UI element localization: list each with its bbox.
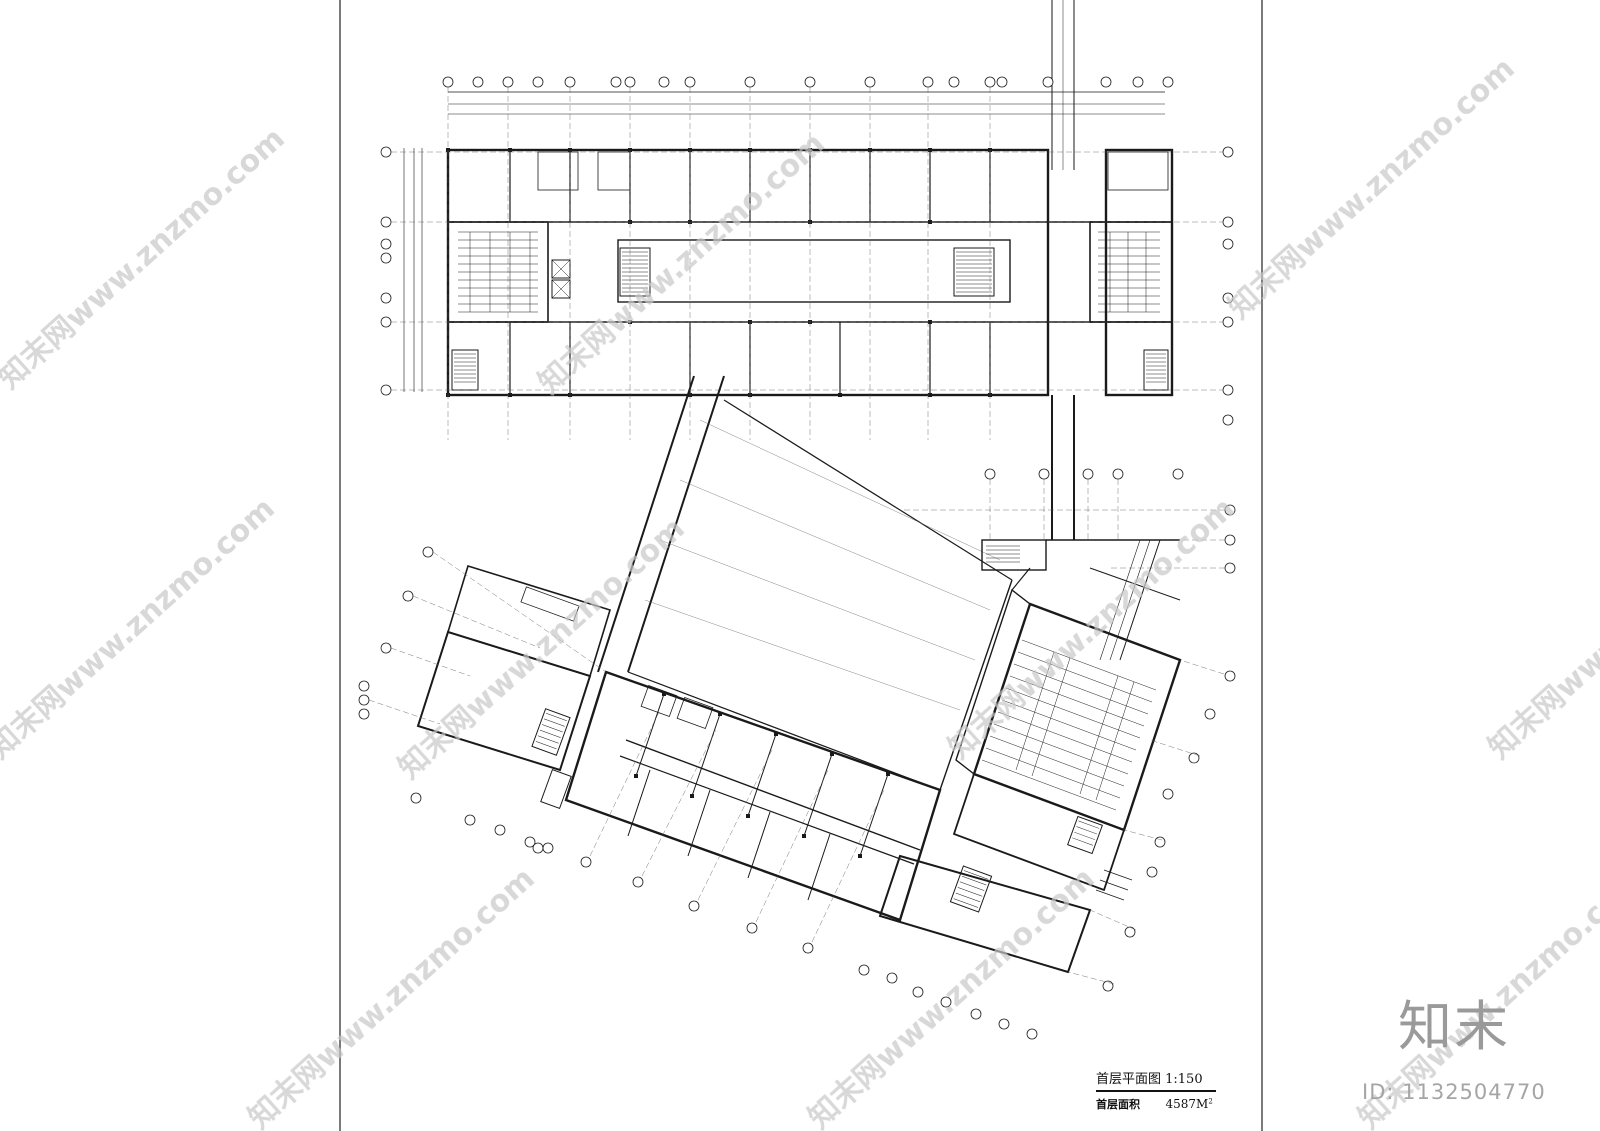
watermark-text: 知末网www.znzmo.com — [942, 491, 1242, 766]
watermark-text: 知末网www.znzmo.com — [1222, 51, 1522, 326]
sheet-frame — [339, 0, 1263, 1131]
watermarks: 知末网www.znzmo.com 知末网www.znzmo.com 知末网www… — [0, 51, 1600, 1131]
watermark-text: 知末网www.znzmo.com — [242, 861, 542, 1131]
drawing-title: 首层平面图 1:150 — [1096, 1072, 1203, 1087]
south-grid-lines — [368, 479, 1225, 985]
brand-logo: 知末 — [1398, 995, 1510, 1058]
title-underline — [1096, 1090, 1216, 1092]
south-grid-bubbles — [358, 468, 1236, 1040]
north-grid-lines — [391, 87, 1223, 440]
south-wing — [416, 564, 1092, 974]
floor-area-unit: 2 — [1208, 1097, 1213, 1106]
north-grid-bubbles — [380, 76, 1234, 426]
north-wing — [403, 0, 1174, 397]
north-lecture-seating — [458, 231, 1160, 313]
watermark-text: 知末网www.znzmo.com — [1482, 491, 1600, 766]
floor-area-row: 首层面积 4587M2 — [1096, 1096, 1236, 1112]
watermark-text: 知末网www.znzmo.com — [0, 491, 282, 766]
watermark-text: 知末网www.znzmo.com — [532, 126, 832, 401]
image-id-stamp: ID: 1132504770 — [1362, 1080, 1546, 1104]
floor-area-label: 首层面积 — [1096, 1098, 1140, 1111]
courtyard-connector — [597, 375, 1180, 791]
watermark-text: 知末网www.znzmo.com — [0, 121, 292, 396]
drawing-title-block: 首层平面图 1:150 首层面积 4587M2 — [1096, 1068, 1236, 1112]
floor-area-value: 4587M — [1165, 1097, 1209, 1111]
